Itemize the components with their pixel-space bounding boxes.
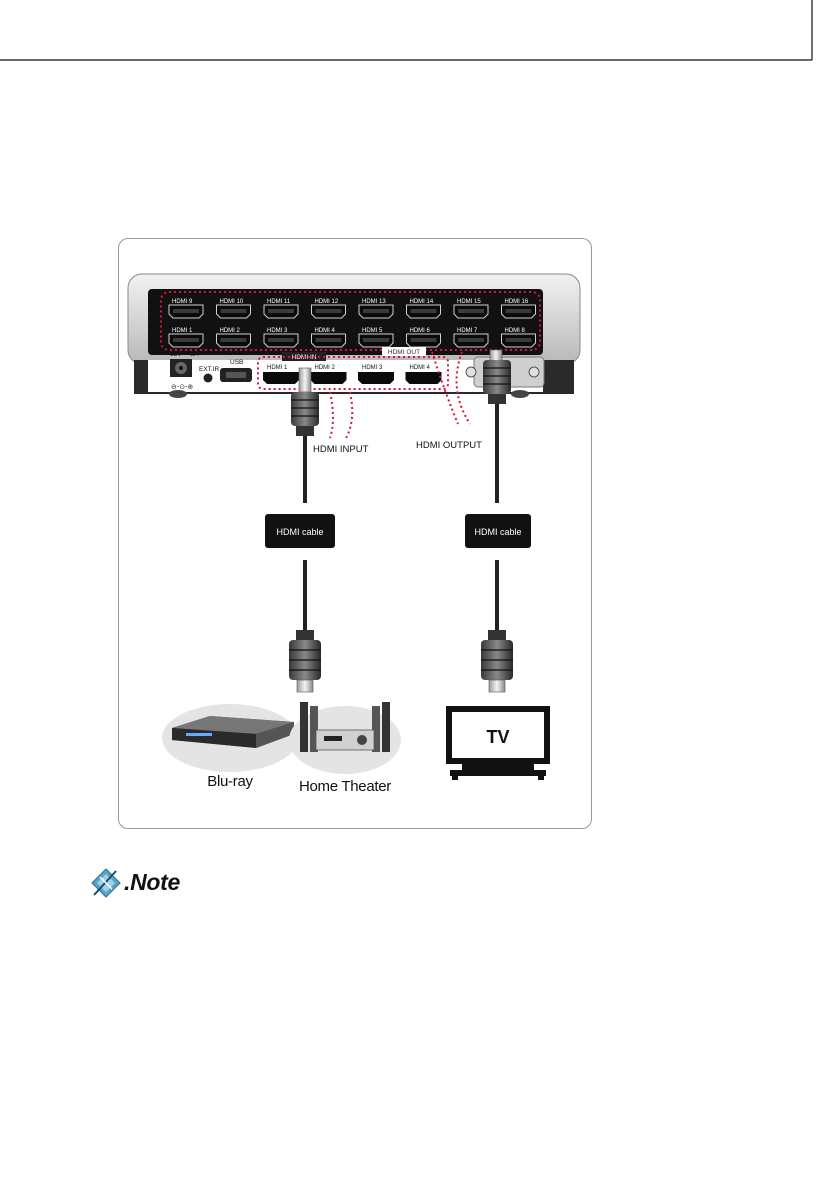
tv-label: TV — [486, 727, 509, 747]
hdmi-out-tag: HDMI OUT — [382, 347, 426, 356]
hdmi-port-label: HDMI 12 — [315, 299, 339, 305]
hdmi-port-label: HDMI 13 — [362, 299, 386, 305]
hdmi-port-label: HDMI 4 — [315, 328, 336, 334]
input-callout-leader — [346, 392, 352, 438]
hdmi-port-label: HDMI 16 — [505, 299, 529, 305]
hdmi-port-label: HDMI 5 — [362, 328, 383, 334]
tv: TV — [446, 706, 550, 780]
home-theater-label: Home Theater — [299, 778, 391, 795]
hdmi-port-label: HDMI 10 — [220, 299, 244, 305]
hdmi-input-port-label: HDMI 4 — [410, 365, 431, 371]
bluray-label: Blu-ray — [207, 773, 253, 790]
cable-label-left: HDMI cable — [265, 514, 335, 548]
hdmi-port-label: HDMI 8 — [505, 328, 526, 334]
hdmi-port-label: HDMI 3 — [267, 328, 288, 334]
svg-text:HDMI cable: HDMI cable — [474, 527, 521, 537]
svg-text:EXT.IR: EXT.IR — [199, 366, 220, 373]
hdmi-port-label: HDMI 14 — [410, 299, 434, 305]
svg-text:USB: USB — [230, 359, 243, 366]
note-heading: .Note — [88, 864, 180, 900]
hdmi-input-port-label: HDMI 2 — [315, 365, 336, 371]
hdmi-input-port-label: HDMI 3 — [362, 365, 383, 371]
hdmi-input-port-label: HDMI 1 — [267, 365, 288, 371]
hdmi-port-label: HDMI 11 — [267, 299, 291, 305]
hdmi-input-callout: HDMI INPUT — [313, 444, 369, 455]
hdmi-output-callout: HDMI OUTPUT — [416, 440, 482, 451]
hdmi-port-label: HDMI 15 — [457, 299, 481, 305]
note-icon — [88, 865, 122, 899]
svg-text:HDMI cable: HDMI cable — [276, 527, 323, 537]
hdmi-port-label: HDMI 6 — [410, 328, 431, 334]
svg-text:12V ⎓ 3A: 12V ⎓ 3A — [170, 351, 199, 358]
hdmi-port-label: HDMI 9 — [172, 299, 193, 305]
hdmi-port-label: HDMI 1 — [172, 328, 193, 334]
cable-label-right: HDMI cable — [465, 514, 531, 548]
device-foot — [511, 390, 529, 398]
note-label: .Note — [124, 869, 180, 896]
home-theater: Home Theater — [289, 702, 401, 795]
bluray-player: Blu-ray — [162, 704, 298, 790]
hdmi-port-label: HDMI 2 — [220, 328, 241, 334]
svg-text:HDMI OUT: HDMI OUT — [388, 349, 420, 356]
hdmi-port-label: HDMI 7 — [457, 328, 478, 334]
device-foot — [169, 390, 187, 398]
input-callout-leader — [330, 392, 333, 438]
svg-text:⊖-⊙-⊕: ⊖-⊙-⊕ — [171, 384, 193, 391]
